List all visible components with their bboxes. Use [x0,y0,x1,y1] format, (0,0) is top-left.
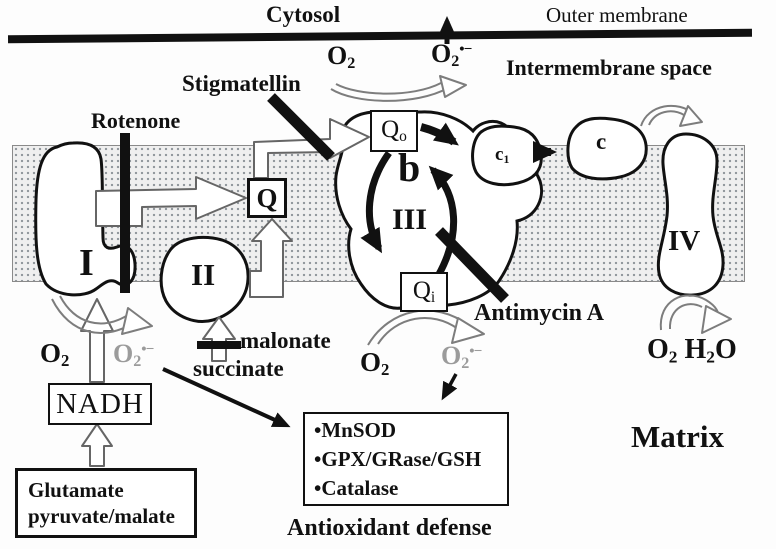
q-label: Q [256,182,278,213]
arc-head-qo-icon [439,75,467,98]
antioxidant-item-gpx: •GPX/GRase/GSH [314,446,482,471]
ros-arc-qo-icon [330,87,449,102]
ros-arc-qo-inner-icon [335,82,442,95]
arrow-superoxide-qi-to-antioxidant-icon [441,373,458,401]
complex-iv-blob [656,132,725,297]
antioxidant-defense-caption: Antioxidant defense [287,515,492,541]
arc-head-complex-i-icon [121,307,153,335]
arrow-qo-to-qi-icon [360,150,392,254]
cytochrome-c1-blob [471,124,543,187]
arrow-i-to-q-icon [95,176,247,227]
antimycin-a-label: Antimycin A [474,300,605,326]
arc-head-iv-icon [701,305,732,334]
glutamate-label: Glutamate [28,478,124,502]
stigmatellin-label: Stigmatellin [182,71,301,96]
arrow-q-to-qo-icon [253,118,370,179]
arrow-ii-to-q-icon [249,218,293,298]
arc-head-cyt-c-icon [679,105,703,127]
arc-head-qi-icon [451,317,485,344]
arrow-qo-to-c1-icon [419,122,459,146]
cytosol-label: Cytosol [266,2,341,27]
cytochrome-b-label: b [398,145,421,190]
outer-membrane-bar [7,28,753,44]
malonate-label: malonate [240,328,331,353]
qo-label: Qo [381,116,407,145]
pyruvate-malate-label: pyruvate/malate [28,504,175,528]
antioxidant-defense-box: •MnSOD •GPX/GRase/GSH •Catalase [303,412,509,506]
arrow-glutamate-to-nadh-icon [81,423,113,467]
complex-ii-label: II [191,257,216,292]
antioxidant-item-mnsod: •MnSOD [314,417,397,442]
cytochrome-c-blob [566,116,648,181]
arrow-nadh-to-i-icon [80,298,114,383]
o2-to-h2o-arc-inner-icon [668,303,703,330]
complex-i-label: I [79,242,94,284]
arrow-qi-to-qo-icon [428,165,457,278]
nadh-box: NADH [48,383,152,425]
ros-arc-qi-inner-icon [377,317,459,345]
qi-label: Qi [412,277,436,306]
succinate-label: succinate [193,356,284,381]
stigmatellin-block-bar [267,93,335,161]
o2-complex-i-label: O2 [40,338,70,371]
complex-i-blob [34,141,137,297]
malonate-block-bar [197,341,241,349]
antioxidant-item-catalase: •Catalase [314,475,399,500]
qo-site-box: Qo [370,110,418,152]
complex-iii-label: III [392,203,428,236]
cytochrome-c1-label: c1 [495,144,510,166]
o2-intermembrane-label: O2 [327,41,356,73]
rotenone-label: Rotenone [91,108,181,133]
o2-qi-label: O2 [360,347,390,380]
o2-h2o-label: O2 H2O [647,336,737,366]
matrix-label: Matrix [631,419,724,454]
h2o-part: H2O [684,334,737,367]
complex-iv-label: IV [668,225,701,257]
antimycin-block-bar [435,227,509,303]
superoxide-intermembrane-label: O2•− [431,39,472,71]
o2-part: O2 [647,334,678,367]
qi-site-box: Qi [400,272,448,312]
superoxide-complex-i-label: O2•− [113,339,154,371]
cyt-c-to-iv-arc-inner-icon [648,110,685,126]
complex-ii-blob [159,235,250,323]
ros-arc-complex-i-inner-icon [59,295,129,325]
nadh-label: NADH [56,387,144,420]
outer-membrane-label: Outer membrane [546,3,688,27]
substrate-input-box: Glutamate pyruvate/malate [15,468,197,538]
arrow-succinate-to-ii-icon [202,316,236,362]
arrow-superoxide-to-antioxidant-icon [162,367,291,428]
intermembrane-space-label: Intermembrane space [506,55,712,80]
superoxide-qi-label: O2•− [441,341,482,373]
cytochrome-c-label: c [596,129,607,154]
q-pool-box: Q [247,178,287,218]
